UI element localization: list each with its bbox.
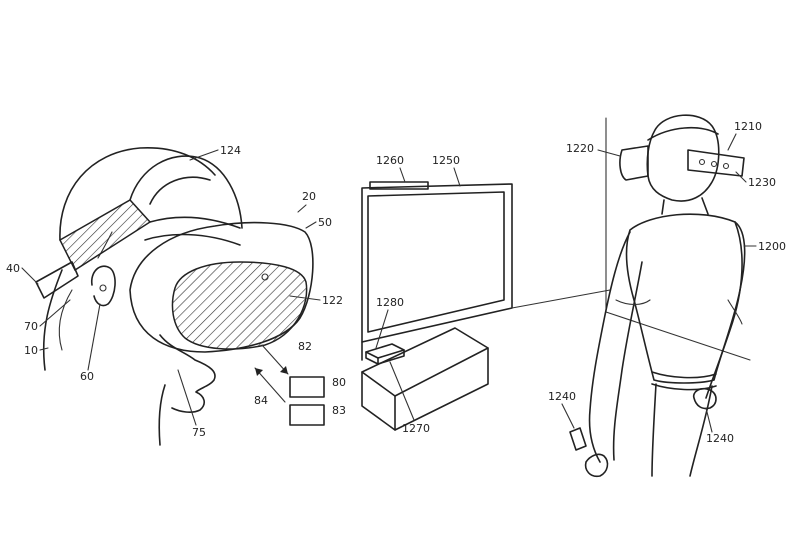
- ear: [90, 265, 116, 307]
- tv-screen: [367, 191, 505, 333]
- label-1270: 1270: [402, 422, 430, 435]
- box-80: [289, 376, 325, 398]
- user-scene: [569, 114, 751, 478]
- face-profile: [159, 334, 216, 413]
- neck-front: [158, 384, 166, 446]
- top-band-inner: [149, 176, 211, 205]
- top-band: [129, 155, 243, 229]
- user-arm-right: [705, 221, 743, 399]
- label-20: 20: [302, 190, 316, 203]
- label-50: 50: [318, 216, 332, 229]
- label-70: 70: [24, 320, 38, 333]
- tv-outer: [361, 183, 513, 343]
- rear-headset-unit: [687, 149, 745, 177]
- hmd-device: [35, 155, 314, 353]
- label-60: 60: [80, 370, 94, 383]
- visor-face-hatched: [171, 261, 308, 350]
- label-75: 75: [192, 426, 206, 439]
- user-visor: [619, 145, 649, 181]
- middle-labels: 1260 1250 1280 1270: [375, 154, 461, 435]
- right-labels: 1210 1220 1230 1200 1240 1240: [548, 120, 786, 445]
- head-illustration: [42, 147, 216, 446]
- label-1250: 1250: [432, 154, 460, 167]
- user-hand-left: [584, 453, 609, 478]
- label-1260: 1260: [376, 154, 404, 167]
- cabinet-side: [361, 371, 396, 431]
- visor-body: [129, 221, 314, 353]
- user-arm-left: [588, 231, 631, 463]
- wall-floor-line: [511, 289, 611, 309]
- tv-scene: [361, 181, 611, 431]
- label-1280: 1280: [376, 296, 404, 309]
- left-labels: 124 20 50 40 122 70 10 60 75: [6, 144, 343, 439]
- box-83: [289, 404, 325, 426]
- label-1220: 1220: [566, 142, 594, 155]
- controller-left: [569, 427, 587, 451]
- processing-units: 80 83 82 84: [254, 340, 346, 426]
- band-strap: [149, 216, 241, 229]
- sensor-dot: [261, 273, 269, 281]
- tv-camera: [369, 181, 429, 190]
- label-1240-left: 1240: [548, 390, 576, 403]
- neck-back: [42, 269, 63, 371]
- label-84: 84: [254, 394, 268, 407]
- cabinet-front: [394, 347, 489, 431]
- label-1230: 1230: [748, 176, 776, 189]
- band-strap-lower: [144, 233, 241, 246]
- label-10: 10: [24, 344, 38, 357]
- label-124: 124: [220, 144, 241, 157]
- user-torso: [625, 213, 746, 384]
- label-1200: 1200: [758, 240, 786, 253]
- cable: [58, 289, 73, 351]
- user-leg-right: [689, 385, 713, 477]
- cable-plug: [35, 261, 79, 299]
- game-console: [365, 343, 405, 359]
- label-83: 83: [332, 404, 346, 417]
- label-40: 40: [6, 262, 20, 275]
- label-122: 122: [322, 294, 343, 307]
- controller-right: [692, 387, 717, 410]
- label-1210: 1210: [734, 120, 762, 133]
- head-outline: [59, 147, 216, 241]
- rear-band-hatched: [59, 199, 152, 272]
- label-82: 82: [298, 340, 312, 353]
- label-1240-right: 1240: [706, 432, 734, 445]
- label-80: 80: [332, 376, 346, 389]
- earphone: [99, 284, 107, 292]
- user-leg-left: [651, 383, 657, 477]
